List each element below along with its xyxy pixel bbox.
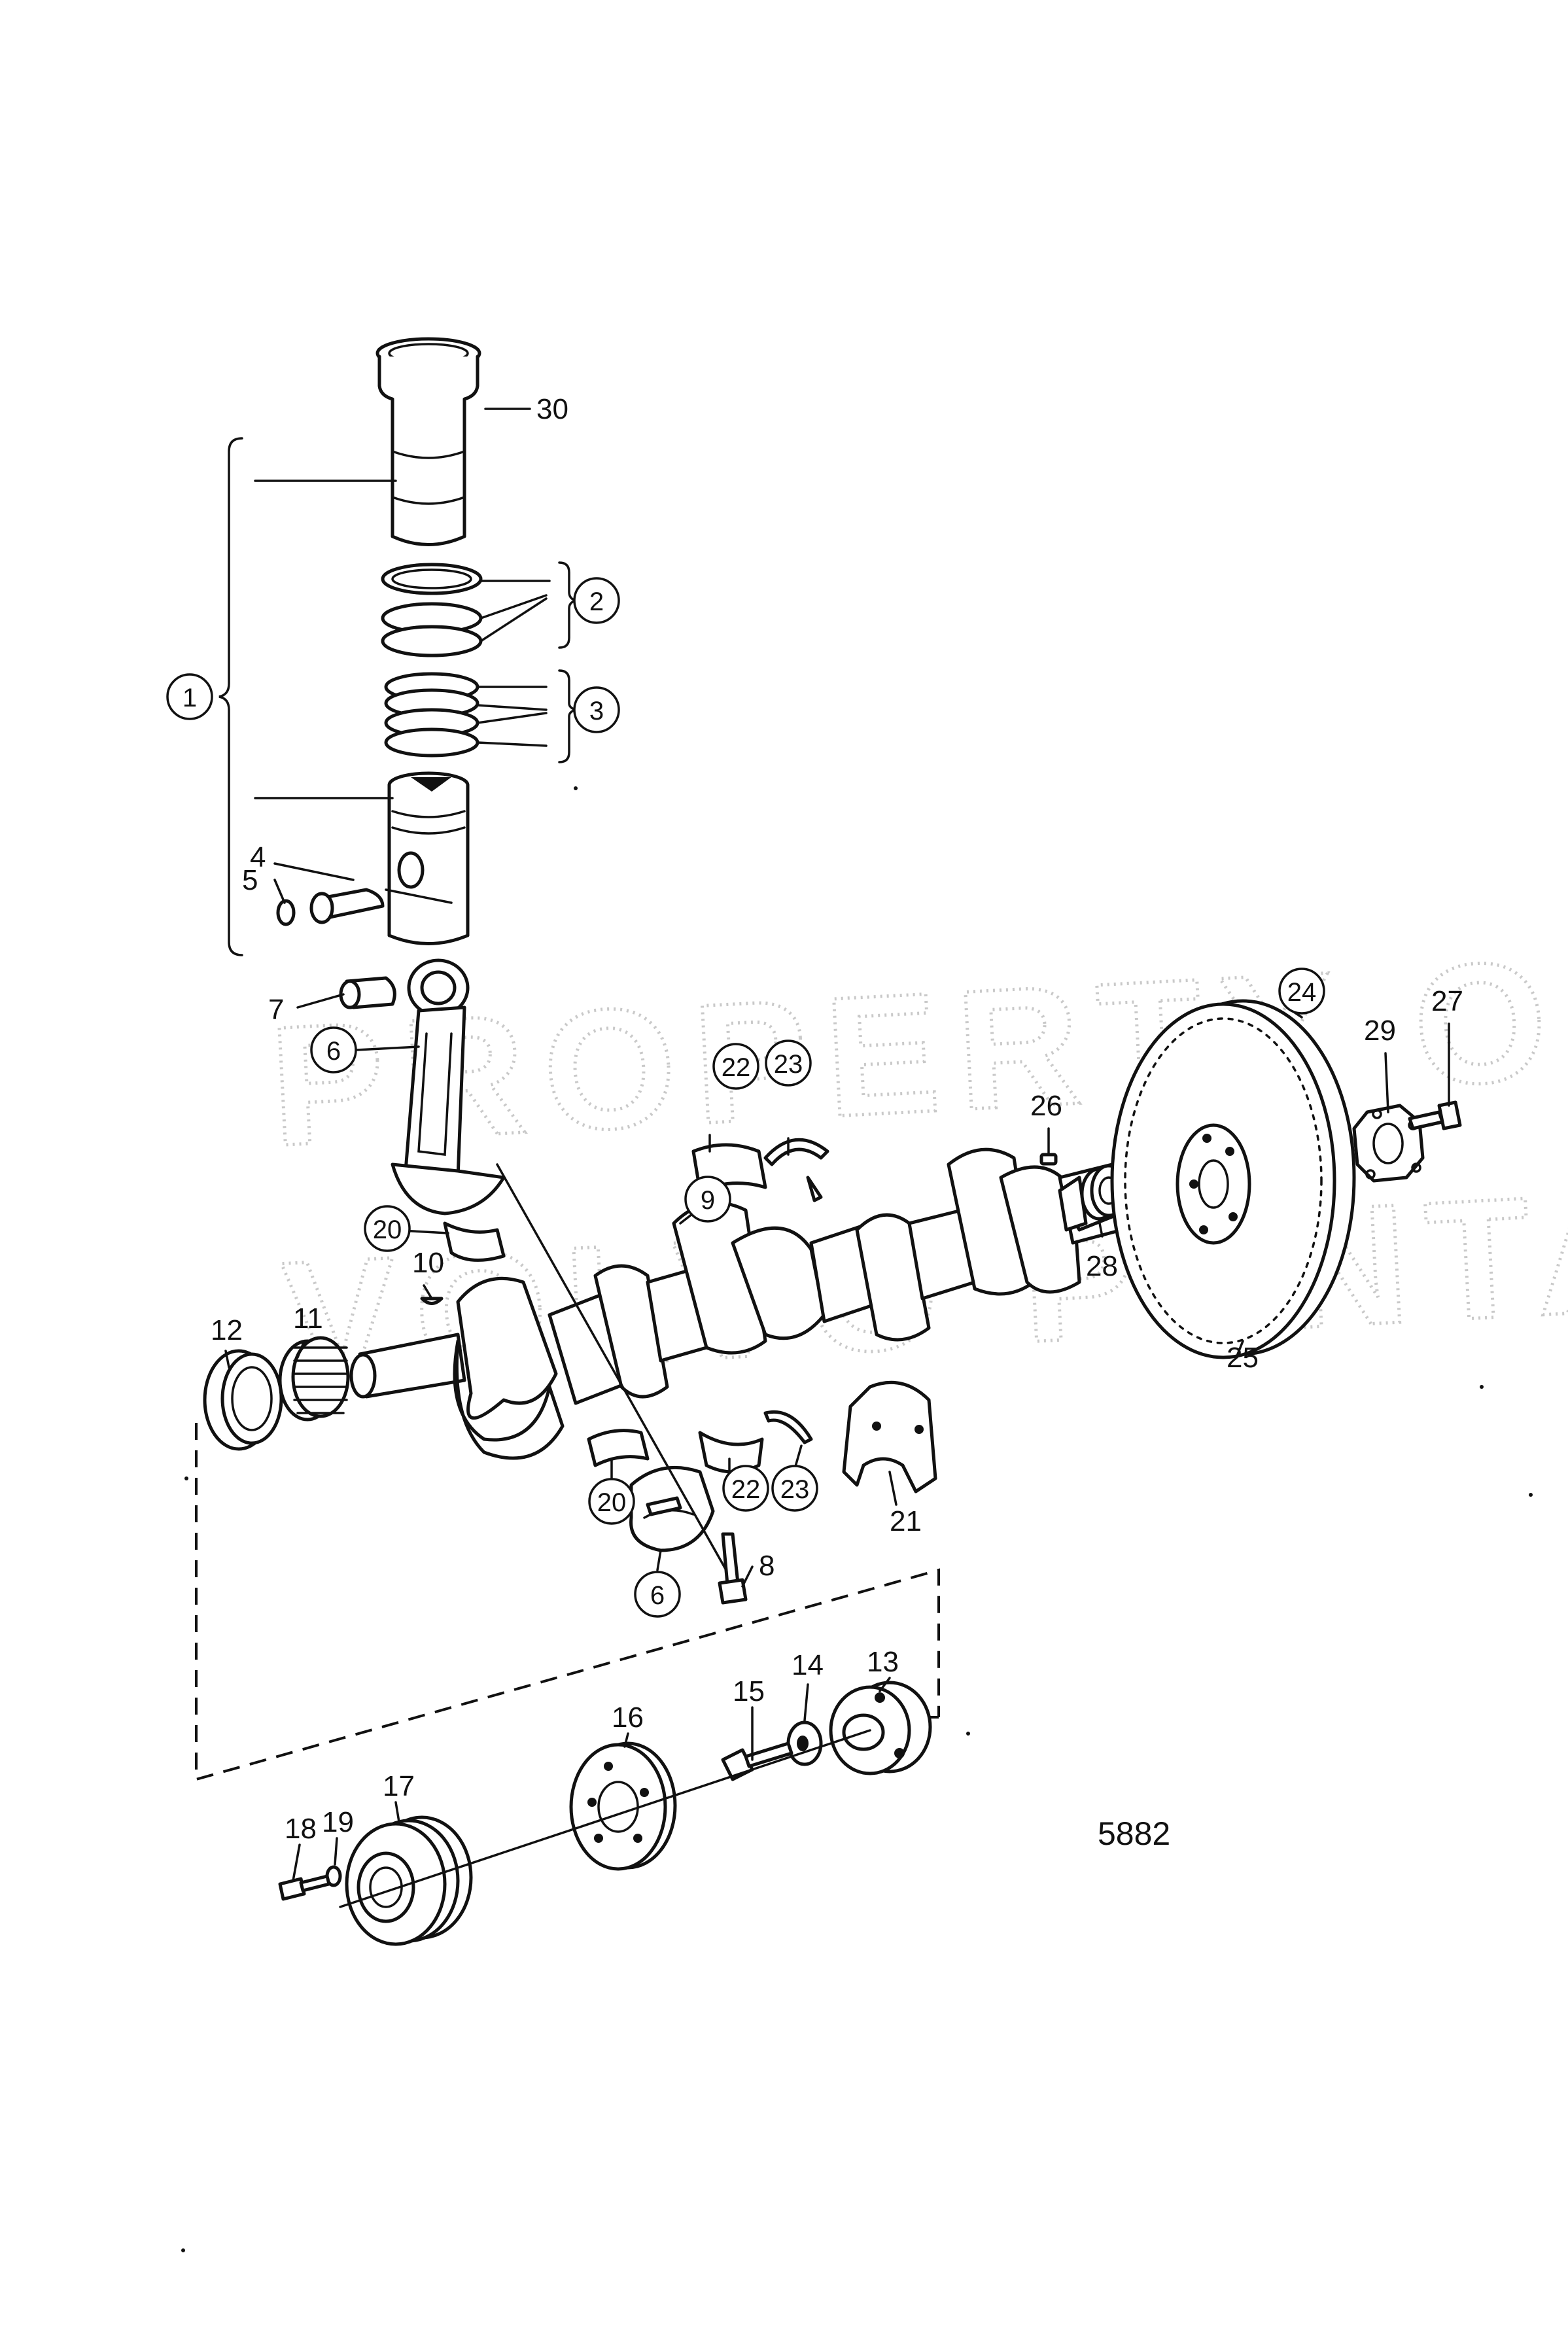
callout-10: 10 — [412, 1247, 444, 1279]
compression-rings — [381, 563, 483, 657]
callout-circle-23b — [771, 1465, 818, 1512]
callout-circle-24 — [1278, 968, 1325, 1015]
crankshaft-gear — [278, 1336, 350, 1422]
v-belt-pulley — [345, 1815, 473, 1946]
callout-19: 19 — [322, 1806, 354, 1838]
brace-1 — [218, 437, 243, 956]
washer — [786, 1720, 823, 1766]
connecting-rod — [391, 958, 506, 1215]
callout-23b: 23 — [780, 1475, 810, 1504]
callout-circle-9 — [684, 1176, 731, 1223]
small-end-bushing — [339, 976, 396, 1009]
hub-bolt — [721, 1741, 793, 1781]
connecting-rod-cap — [629, 1465, 715, 1552]
callout-5: 5 — [242, 864, 258, 896]
cylinder-liner — [375, 337, 481, 546]
bearing-shell-upper — [443, 1221, 506, 1262]
callout-29: 29 — [1364, 1015, 1396, 1047]
piston-pin — [309, 888, 385, 924]
bearing-shell-lower — [587, 1429, 650, 1467]
callout-20b: 20 — [597, 1488, 627, 1517]
callout-circle-20b — [588, 1478, 635, 1525]
callout-13: 13 — [867, 1646, 899, 1678]
key — [1039, 1153, 1058, 1166]
pulley-bolt — [278, 1874, 331, 1901]
callout-11: 11 — [293, 1302, 323, 1335]
callout-22a: 22 — [722, 1053, 751, 1082]
callout-1: 1 — [183, 684, 197, 712]
brace-2 — [558, 561, 580, 649]
lock-plate — [1352, 1104, 1425, 1183]
figure-number: 5882 — [1098, 1815, 1170, 1852]
callout-15: 15 — [733, 1675, 765, 1707]
thrust-washer-upper — [763, 1138, 829, 1202]
crankshaft — [349, 1147, 1124, 1460]
callout-27: 27 — [1431, 985, 1463, 1017]
callout-21: 21 — [890, 1505, 922, 1537]
main-bearing-shell-lower — [698, 1431, 764, 1474]
callout-25: 25 — [1227, 1342, 1259, 1374]
callout-18: 18 — [285, 1813, 317, 1845]
callout-23a: 23 — [774, 1050, 803, 1079]
callout-leaders — [224, 862, 1450, 1882]
callout-17: 17 — [383, 1770, 415, 1802]
assembly-dashed-outline — [195, 1423, 940, 1781]
callout-30: 30 — [536, 393, 568, 425]
callout-28: 28 — [1086, 1250, 1118, 1282]
callout-2: 2 — [589, 587, 604, 616]
main-bearing-cap — [842, 1380, 937, 1493]
callout-circle-22a — [712, 1043, 759, 1090]
callout-circle-1 — [166, 673, 213, 720]
callout-circle-3 — [573, 686, 620, 733]
callout-circle-6b — [634, 1571, 681, 1618]
callout-7: 7 — [268, 994, 284, 1026]
assembly-line-rod — [496, 1163, 727, 1571]
circlip — [276, 899, 296, 926]
flywheel-bolt — [1408, 1100, 1462, 1130]
callout-circle-2 — [573, 577, 620, 624]
callout-circle-20a — [364, 1205, 411, 1252]
callout-9: 9 — [701, 1186, 715, 1215]
thrust-washer-lower — [763, 1410, 813, 1444]
flywheel — [1110, 999, 1356, 1359]
piston — [387, 771, 470, 945]
front-seal — [203, 1349, 283, 1451]
pulley — [569, 1741, 677, 1871]
callout-20a: 20 — [373, 1215, 402, 1244]
assembly-line-front — [339, 1729, 871, 1908]
callout-26: 26 — [1030, 1090, 1062, 1122]
callout-circle-23a — [765, 1039, 812, 1087]
crankshaft-hub — [829, 1681, 932, 1775]
callout-circle-22b — [722, 1465, 769, 1512]
oil-rings — [384, 672, 479, 758]
woodruff-key — [420, 1297, 444, 1305]
connecting-rod-bolt — [718, 1532, 748, 1605]
callout-16: 16 — [612, 1702, 644, 1734]
callout-6b: 6 — [650, 1581, 665, 1610]
callout-6a: 6 — [326, 1037, 341, 1066]
callout-22b: 22 — [731, 1475, 761, 1504]
callouts: 30 1 2 3 4 5 7 6 20 10 22 23 9 26 24 29 … — [166, 393, 1463, 1845]
callout-4: 4 — [250, 841, 266, 873]
callout-12: 12 — [211, 1314, 243, 1346]
callout-3: 3 — [589, 697, 604, 725]
brace-3 — [558, 669, 580, 763]
callout-14: 14 — [792, 1649, 824, 1681]
scan-specks — [181, 786, 1533, 2252]
callout-24: 24 — [1287, 978, 1317, 1007]
callout-circle-6a — [310, 1026, 357, 1074]
callout-8: 8 — [759, 1550, 775, 1582]
